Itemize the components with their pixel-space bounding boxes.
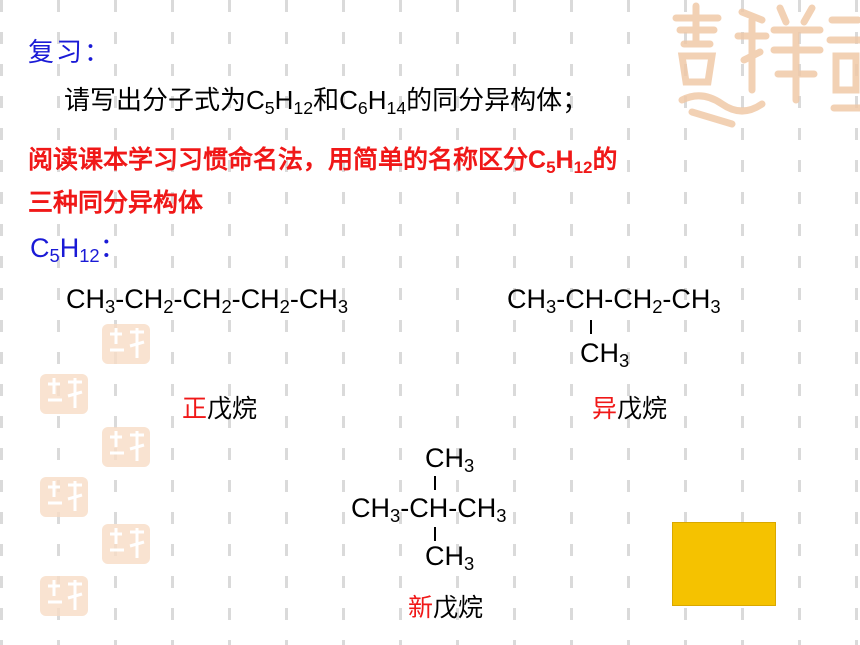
prompt-text: 请写出分子式为C [64,85,265,115]
subscript: 3 [390,505,401,527]
section-heading: 复习： [28,37,113,67]
subscript: 3 [546,296,557,318]
isopentane-main-chain: CH3-CH-CH2-CH3 [507,284,721,318]
formula-text: C [30,233,50,263]
subscript: 3 [619,350,630,372]
seal-stamp-icon [102,427,150,467]
isopentane-branch: CH3 [580,338,630,372]
chem-text: -CH [289,284,338,314]
subscript: 14 [386,97,407,118]
seal-stamp-icon [40,477,88,517]
subscript: 2 [163,296,174,318]
instruction-text: 阅读课本学习习惯命名法，用简单的名称区分C [28,146,547,174]
bond-line [434,527,436,541]
n-pentane-name: 正戊烷 [182,389,257,425]
chem-text: -CH [662,284,711,314]
bond-line [590,320,592,334]
chem-text: CH [66,284,105,314]
name-rest: 戊烷 [617,395,668,423]
isopentane-name: 异戊烷 [592,389,667,425]
chem-text: -CH-CH [400,493,497,523]
neopentane-top-branch: CH3 [425,443,475,477]
exercise-prompt: 请写出分子式为C5H12和C6H14的同分异构体； [64,80,588,117]
seal-stamp-icon [102,324,150,364]
instruction-text: 的 [592,146,618,174]
name-rest: 戊烷 [207,395,258,423]
chem-text: CH [425,541,464,571]
instruction-text: H [555,146,574,174]
subscript: 3 [337,296,349,318]
neopentane-bottom-branch: CH3 [425,541,475,575]
neopentane-main-chain: CH3-CH-CH3 [351,493,507,527]
formula-text: ： [99,233,127,263]
seal-stamp-icon [102,524,150,564]
chem-text: -CH [231,284,280,314]
chem-text: CH [425,443,464,473]
subscript: 2 [279,296,290,318]
instruction-line-1: 阅读课本学习习惯命名法，用简单的名称区分C5H12的 [28,140,618,176]
seal-stamp-icon [40,576,88,616]
subscript: 3 [105,296,116,318]
subscript: 2 [221,296,232,318]
subscript: 12 [79,245,100,267]
subscript: 5 [49,245,60,267]
chem-text: CH [580,338,619,368]
subscript: 3 [464,455,475,477]
n-pentane-structure: CH3-CH2-CH2-CH2-CH3 [66,284,349,318]
subscript: 5 [546,157,556,177]
bond-line [434,476,436,490]
subscript: 12 [573,157,593,177]
prompt-text: 和C [313,85,358,115]
name-prefix: 异 [592,395,618,423]
neopentane-name: 新戊烷 [408,588,483,624]
chem-text: -CH-CH [556,284,653,314]
yellow-square-shape [672,522,776,606]
subscript: 3 [496,505,507,527]
prompt-text: H [274,85,294,115]
chem-text: CH [351,493,390,523]
subscript: 5 [264,97,275,118]
seal-stamp-icon [40,374,88,414]
chem-text: -CH [115,284,164,314]
name-rest: 戊烷 [433,594,484,622]
subscript: 3 [464,553,475,575]
seal-stamp-large-icon [672,2,860,128]
name-prefix: 正 [182,395,208,423]
chem-text: -CH [173,284,222,314]
chem-text: CH [507,284,546,314]
name-prefix: 新 [408,594,434,622]
subscript: 3 [710,296,721,318]
prompt-text: H [367,85,387,115]
subscript: 2 [652,296,663,318]
subscript: 12 [293,97,314,118]
subscript: 6 [357,97,368,118]
prompt-text: 的同分异构体； [406,85,589,115]
formula-label: C5H12： [30,226,127,265]
instruction-line-2: 三种同分异构体 [28,189,204,217]
formula-text: H [59,233,80,263]
